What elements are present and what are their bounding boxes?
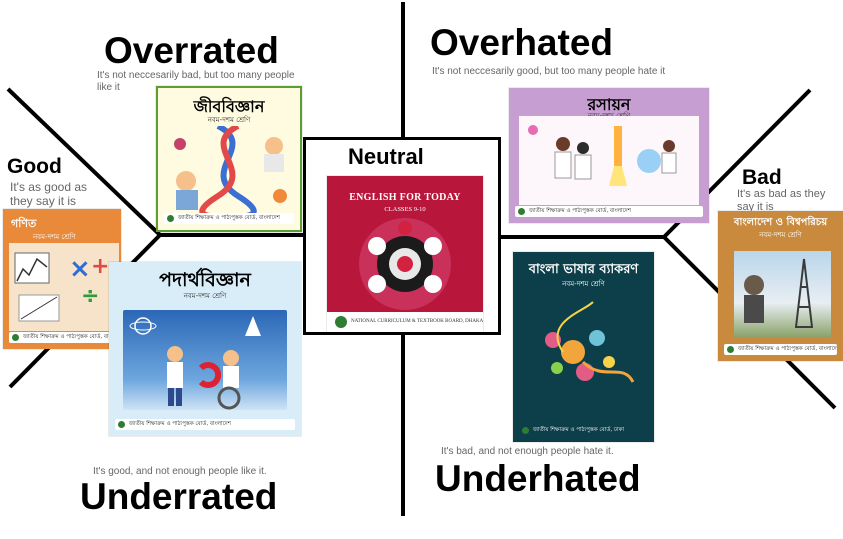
underrated-title: Underrated — [80, 476, 278, 517]
book-title: জীববিজ্ঞান — [193, 97, 265, 116]
book-title: বাংলাদেশ ও বিশ্বপরিচয় — [733, 217, 828, 228]
neutral-title: Neutral — [348, 144, 424, 169]
underrated-description: It's good, and not enough people like it… — [93, 466, 267, 477]
math-illustration: × + ÷ — [9, 243, 119, 331]
book-subtitle: নবম-দশম শ্রেণি — [759, 231, 802, 239]
book-bangladesh-global-cover: বাংলাদেশ ও বিশ্বপরিচয় নবম-দশম শ্রেণি জা… — [718, 211, 843, 361]
underhated-title: Underhated — [435, 458, 641, 499]
dna-helix-illustration — [174, 126, 287, 216]
book-grammar-cover: বাংলা ভাষার ব্যাকরণ নবম-দশম শ্রেণি জাতীয… — [513, 252, 654, 442]
good-description: It's as good as they say it is — [10, 180, 88, 208]
svg-text:+: + — [91, 254, 109, 279]
book-physics-cover: পদার্থবিজ্ঞান নবম-দশম শ্রেণি জাতীয় শিক্… — [109, 262, 301, 436]
overrated-description: It's not neccesarily bad, but too many p… — [97, 70, 295, 93]
book-title: রসায়ন — [587, 95, 631, 114]
book-title: গণিত — [11, 217, 37, 230]
landmarks-photo — [734, 251, 831, 337]
book-publisher: জাতীয় শিক্ষাক্রম ও পাঠ্যপুস্তক বোর্ড, ব… — [115, 419, 295, 430]
book-math-cover: গণিত নবম-দশম শ্রেণি × + ÷ জাতীয় শিক্ষাক… — [3, 209, 121, 349]
book-title: বাংলা ভাষার ব্যাকরণ — [528, 262, 639, 277]
book-biology-cover: জীববিজ্ঞান নবম-দশম শ্রেণি জাতীয় শিক্ষাক… — [156, 86, 302, 232]
book-subtitle: নবম-দশম শ্রেণি — [207, 116, 251, 124]
overrated-title: Overrated — [104, 30, 279, 71]
book-title: ENGLISH FOR TODAY — [349, 192, 461, 203]
good-title: Good — [7, 155, 62, 178]
underhated-description: It's bad, and not enough people hate it. — [441, 446, 614, 457]
overhated-title: Overhated — [430, 22, 614, 63]
bad-description: It's as bad as they say it is — [737, 188, 826, 213]
book-title: পদার্থবিজ্ঞান — [159, 269, 251, 291]
book-subtitle: নবম-দশম শ্রেণি — [33, 233, 76, 241]
book-publisher: জাতীয় শিক্ষাক্রম ও পাঠ্যপুস্তক বোর্ড, ঢ… — [519, 425, 648, 436]
book-chemistry-cover: রসায়ন নবম-দশম শ্রেণি জাতীয় শিক্ষাক্রম … — [509, 88, 709, 223]
svg-text:×: × — [69, 254, 91, 284]
bad-title: Bad — [742, 166, 782, 189]
eiffel-tower-icon — [744, 258, 814, 328]
book-english-cover: ENGLISH FOR TODAY CLASSES 9-10 NATIONAL … — [327, 176, 483, 332]
book-publisher: জাতীয় শিক্ষাক্রম ও পাঠ্যপুস্তক বোর্ড, ব… — [9, 332, 115, 343]
lab-illustration — [519, 116, 699, 205]
book-subtitle: নবম-দশম শ্রেণি — [562, 280, 605, 288]
math-symbols-icon: × + ÷ — [14, 252, 109, 322]
students-magnet-icon — [129, 316, 261, 410]
swirl-flowers-icon — [545, 301, 635, 383]
book-publisher: জাতীয় শিক্ষাক্রম ও পাঠ্যপুস্তক বোর্ড, ব… — [724, 344, 837, 355]
book-publisher: NATIONAL CURRICULUM & TEXTBOOK BOARD, DH… — [327, 312, 483, 332]
book-publisher: জাতীয় শিক্ষাক্রম ও পাঠ্যপুস্তক বোর্ড, ব… — [164, 213, 294, 224]
physics-illustration — [123, 310, 287, 410]
floral-motif-icon — [359, 218, 451, 310]
book-subtitle: CLASSES 9-10 — [384, 206, 426, 213]
lab-scene-icon — [528, 125, 677, 186]
book-subtitle: নবম-দশম শ্রেণি — [183, 292, 227, 300]
book-publisher: জাতীয় শিক্ষাক্রম ও পাঠ্যপুস্তক বোর্ড, ব… — [515, 206, 703, 217]
overhated-description: It's not neccesarily good, but too many … — [432, 66, 666, 77]
svg-text:÷: ÷ — [81, 284, 99, 309]
